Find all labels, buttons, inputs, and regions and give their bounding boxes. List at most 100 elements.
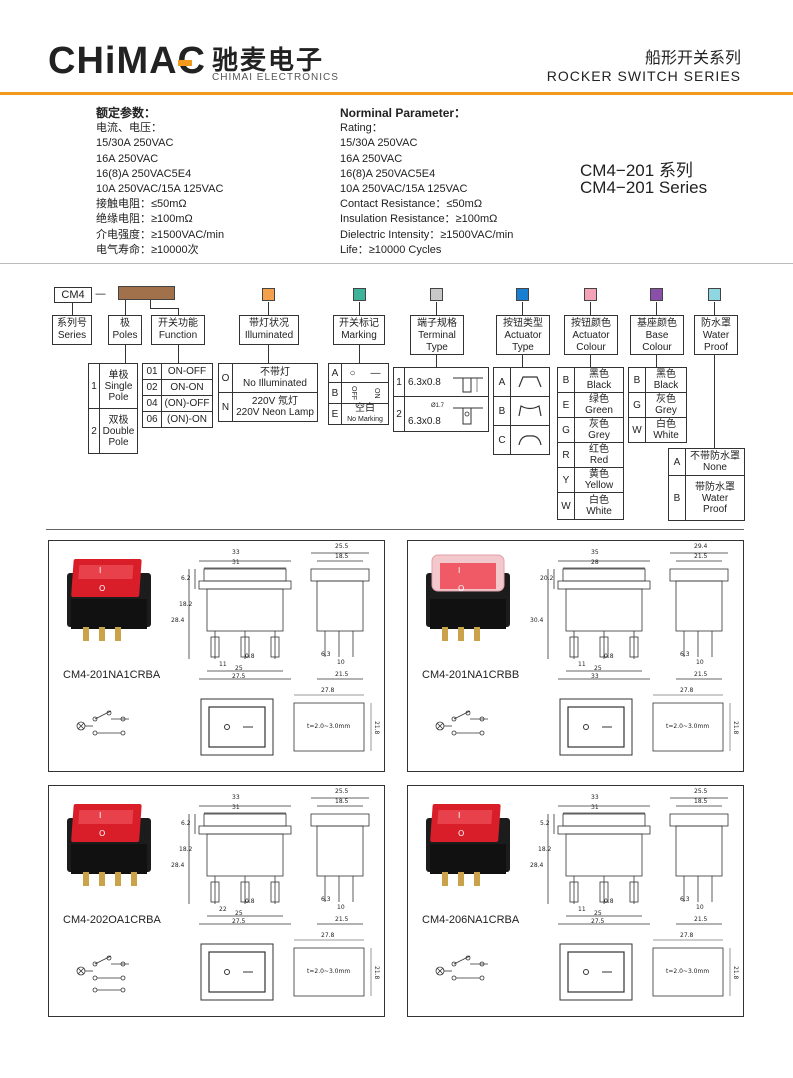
header-divider	[0, 92, 793, 95]
actuator-option-b	[510, 396, 550, 426]
connector-line	[178, 308, 179, 315]
switch-photo: I O	[426, 554, 510, 641]
model-title-en: CM4−201 Series	[580, 178, 708, 197]
brand-name-en: CHIMAI ELECTRONICS	[212, 72, 339, 83]
pole-en: Single	[104, 380, 133, 392]
dim-label: 21.5	[335, 671, 349, 678]
schematic-symbol	[76, 710, 129, 736]
schematic-symbol	[435, 710, 488, 736]
dim-label: 6.2	[181, 575, 191, 582]
param-line: 电气寿命：≥10000次	[96, 243, 199, 256]
illum-cn: 220V 氖灯	[251, 396, 299, 407]
panel-cutout	[293, 939, 372, 997]
dim-label: 10	[337, 904, 345, 911]
connector-line	[714, 355, 715, 448]
param-line: 10A 250VAC/15A 125VAC	[96, 183, 224, 196]
act-colour-code: W	[557, 492, 575, 520]
connector-line	[359, 302, 360, 315]
param-line: Contact Resistance：≤50mΩ	[340, 198, 483, 211]
terminal-option-2: 6.3x0.8 Ø1.7	[404, 396, 489, 432]
pole-en: Pole	[108, 436, 129, 448]
colour-cn: 白色	[656, 419, 676, 430]
pole-cn: 单极	[108, 369, 129, 381]
dim-label: 25.5	[335, 788, 349, 795]
header-actuator-en2: Type	[512, 342, 534, 353]
connector-line	[150, 308, 178, 309]
actuator-option-c	[510, 425, 550, 455]
header-base-colour-en1: Base	[645, 330, 669, 341]
header-marking-en: Marking	[341, 330, 377, 341]
dim-label: 25	[594, 910, 602, 917]
water-cn: 带防水罩	[695, 481, 735, 493]
side-view	[310, 552, 370, 680]
connector-line	[522, 302, 523, 315]
product-panel: I O	[407, 540, 744, 772]
code-prefix: CM4	[54, 287, 92, 303]
param-line: 15/30A 250VAC	[340, 137, 418, 150]
marking-code: B	[328, 382, 342, 404]
dim-label: 27.5	[591, 918, 605, 925]
connector-line	[656, 302, 657, 315]
product-name: CM4-206NA1CRBA	[422, 914, 520, 926]
pole-option-single: 单极 Single Pole	[99, 363, 138, 409]
dim-label: 21.5	[335, 916, 349, 923]
function-code: 02	[142, 379, 162, 396]
params-cn-title: 额定参数：	[96, 106, 157, 120]
dim-label: 0.8	[245, 653, 255, 660]
connector-line	[268, 345, 269, 363]
terminal-size: 6.3x0.8	[408, 415, 441, 427]
product-drawing: I O	[67, 552, 372, 756]
illum-option-neon: 220V 氖灯 220V Neon Lamp	[232, 392, 318, 422]
colour-cn: 黄色	[589, 469, 609, 480]
swatch-poles-function	[118, 286, 175, 300]
front-face-view	[200, 698, 274, 756]
cutout-width: 27.8	[680, 932, 694, 939]
dim-label: 11	[578, 661, 586, 668]
terminal-size: 6.3x0.8	[408, 376, 441, 388]
schematic-symbol	[76, 955, 129, 993]
swatch-actuator	[516, 288, 529, 301]
header-poles: 极 Poles	[108, 315, 142, 345]
dim-label: 33	[232, 549, 240, 556]
dim-label: 0.8	[245, 898, 255, 905]
dim-label: 11	[578, 906, 586, 913]
dim-label: 28.4	[171, 617, 185, 624]
colour-cn: 灰色	[589, 419, 609, 430]
svg-text:O: O	[99, 829, 105, 838]
header-water-proof: 防水罩 Water Proof	[694, 315, 738, 355]
colour-en: Black	[586, 380, 612, 391]
dim-label: 6.3	[680, 896, 690, 903]
header-water-cn: 防水罩	[701, 318, 731, 329]
act-colour-code: B	[557, 367, 575, 393]
param-line: Insulation Resistance：≥100mΩ	[340, 213, 498, 226]
header-illuminated: 带灯状况 Illuminated	[239, 315, 299, 345]
param-line: 16A 250VAC	[340, 152, 403, 165]
water-code: A	[668, 448, 686, 476]
illum-code: O	[218, 363, 233, 393]
brand-name-cn: 驰麦电子	[212, 46, 325, 76]
dim-label: 21.5	[694, 916, 708, 923]
dim-label: 21.5	[694, 553, 708, 560]
param-line: 绝缘电阻：≥100mΩ	[96, 213, 193, 226]
illum-en: 220V Neon Lamp	[236, 407, 314, 418]
terminal-hole-icon	[452, 407, 483, 425]
panel-thickness: t=2.0~3.0mm	[666, 968, 710, 975]
header-series-cn: 系列号	[57, 318, 87, 329]
marking-cn: 空白	[355, 403, 375, 414]
act-colour-code: R	[557, 442, 575, 468]
colour-en: Yellow	[584, 480, 614, 491]
panel-thickness: t=2.0~3.0mm	[307, 968, 351, 975]
code-dash: —	[95, 287, 106, 300]
logo-accent	[178, 60, 192, 66]
front-view	[188, 805, 292, 925]
actuator-wave-icon	[518, 405, 542, 417]
marking-symbol: ○	[349, 367, 356, 379]
pole-option-double: 双极 Double Pole	[99, 408, 138, 454]
dim-label: 25	[235, 910, 243, 917]
marking-code: E	[328, 403, 342, 425]
header-function: 开关功能 Function	[151, 315, 205, 345]
